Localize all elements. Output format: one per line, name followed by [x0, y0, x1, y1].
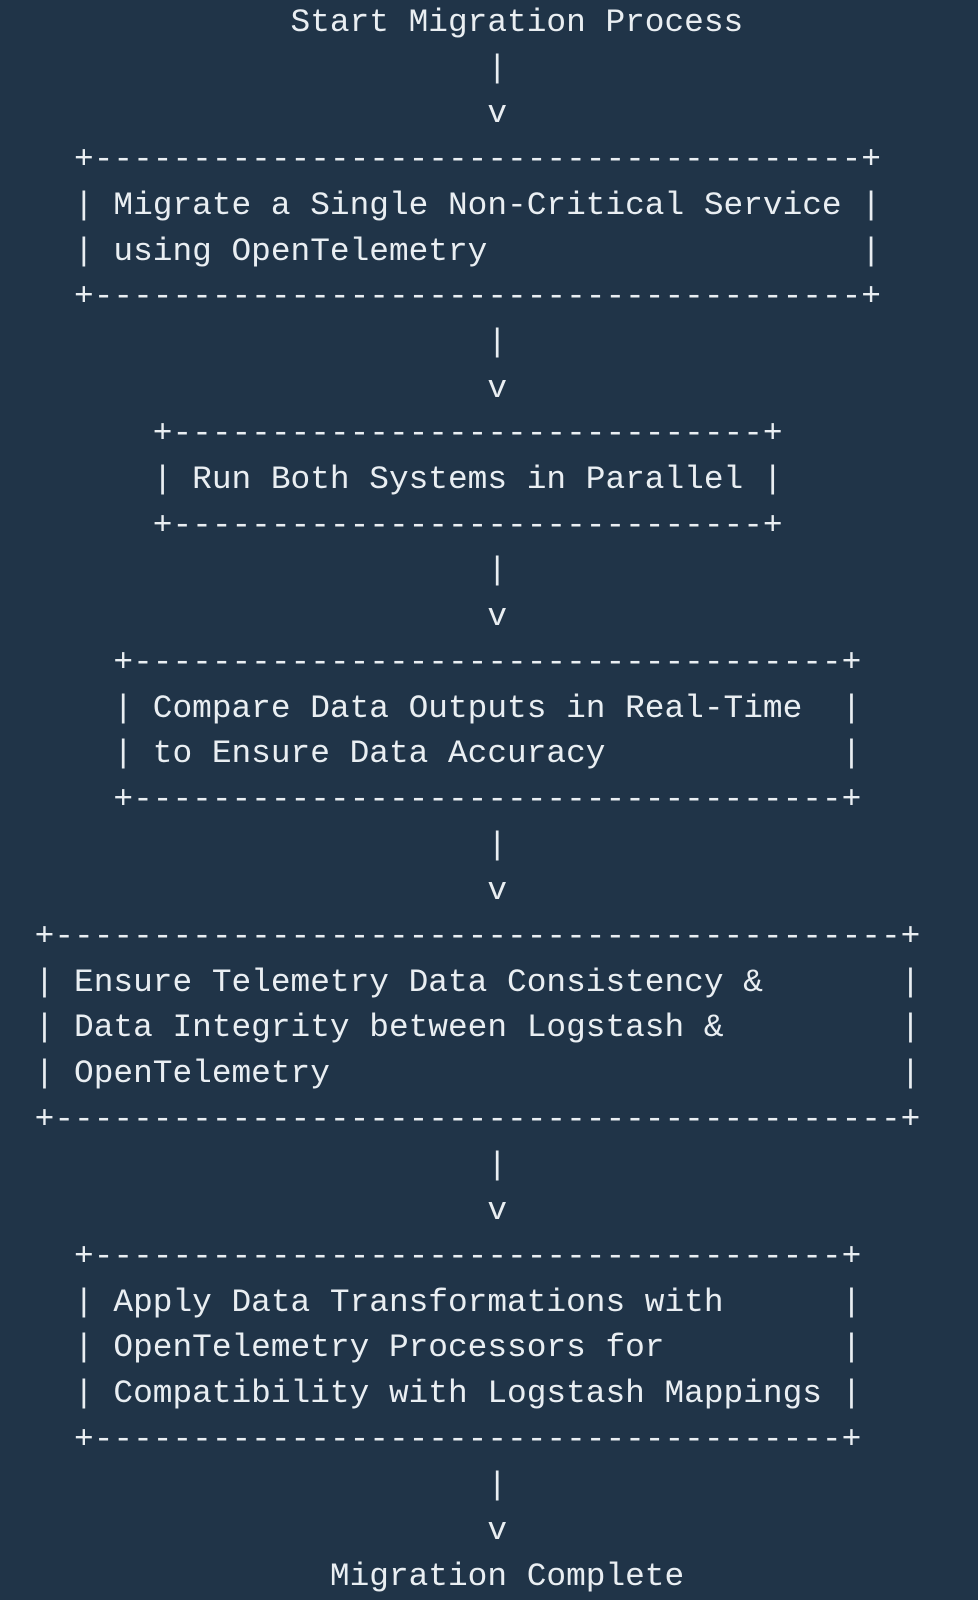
flow-box-data-consistency: +---------------------------------------…: [15, 914, 978, 1143]
box-consistency-text-line-3: | OpenTelemetry |: [15, 1055, 921, 1093]
connector-pipe-3: |: [15, 552, 508, 590]
box-compare-top-border: +------------------------------------+: [15, 643, 862, 681]
box-parallel-text-line-1: | Run Both Systems in Parallel |: [15, 461, 783, 499]
box-consistency-text-line-2: | Data Integrity between Logstash & |: [15, 1009, 921, 1047]
connector-pipe-2: |: [15, 323, 508, 361]
box-migrate-bottom-border: +---------------------------------------…: [15, 278, 881, 316]
connector-pipe-5: |: [15, 1146, 508, 1184]
connector-pipe-1: |: [15, 49, 508, 87]
box-parallel-bottom-border: +------------------------------+: [15, 506, 783, 544]
connector-pipe-6: |: [15, 1466, 508, 1504]
box-transform-text-line-2: | OpenTelemetry Processors for |: [15, 1329, 862, 1367]
box-consistency-top-border: +---------------------------------------…: [15, 918, 921, 956]
box-transform-text-line-3: | Compatibility with Logstash Mappings |: [15, 1375, 862, 1413]
flow-box-run-parallel: +------------------------------+ | Run B…: [15, 411, 978, 548]
box-compare-bottom-border: +------------------------------------+: [15, 780, 862, 818]
start-label: Start Migration Process: [15, 4, 744, 41]
flow-box-migrate-service: +---------------------------------------…: [15, 137, 978, 320]
connector-pipe-4: |: [15, 826, 508, 864]
end-label: Migration Complete: [15, 1557, 685, 1595]
box-consistency-text-line-1: | Ensure Telemetry Data Consistency & |: [15, 963, 921, 1001]
box-compare-text-line-2: | to Ensure Data Accuracy |: [15, 735, 862, 773]
flow-box-compare-outputs: +------------------------------------+ |…: [15, 640, 978, 823]
box-migrate-text-line-2: | using OpenTelemetry |: [15, 232, 881, 270]
connector-arrowhead-4: v: [15, 872, 508, 910]
flow-box-transformations: +--------------------------------------+…: [15, 1234, 978, 1463]
box-parallel-top-border: +------------------------------+: [15, 415, 783, 453]
box-migrate-top-border: +---------------------------------------…: [15, 141, 881, 179]
box-migrate-text-line-1: | Migrate a Single Non-Critical Service …: [15, 186, 881, 224]
connector-arrowhead-6: v: [15, 1512, 508, 1550]
connector-arrowhead-1: v: [15, 95, 508, 133]
box-transform-top-border: +--------------------------------------+: [15, 1237, 862, 1275]
connector-arrowhead-3: v: [15, 598, 508, 636]
connector-arrowhead-2: v: [15, 369, 508, 407]
box-transform-text-line-1: | Apply Data Transformations with |: [15, 1283, 862, 1321]
connector-arrowhead-5: v: [15, 1192, 508, 1230]
box-consistency-bottom-border: +---------------------------------------…: [15, 1100, 921, 1138]
box-compare-text-line-1: | Compare Data Outputs in Real-Time |: [15, 689, 862, 727]
box-transform-bottom-border: +--------------------------------------+: [15, 1420, 862, 1458]
